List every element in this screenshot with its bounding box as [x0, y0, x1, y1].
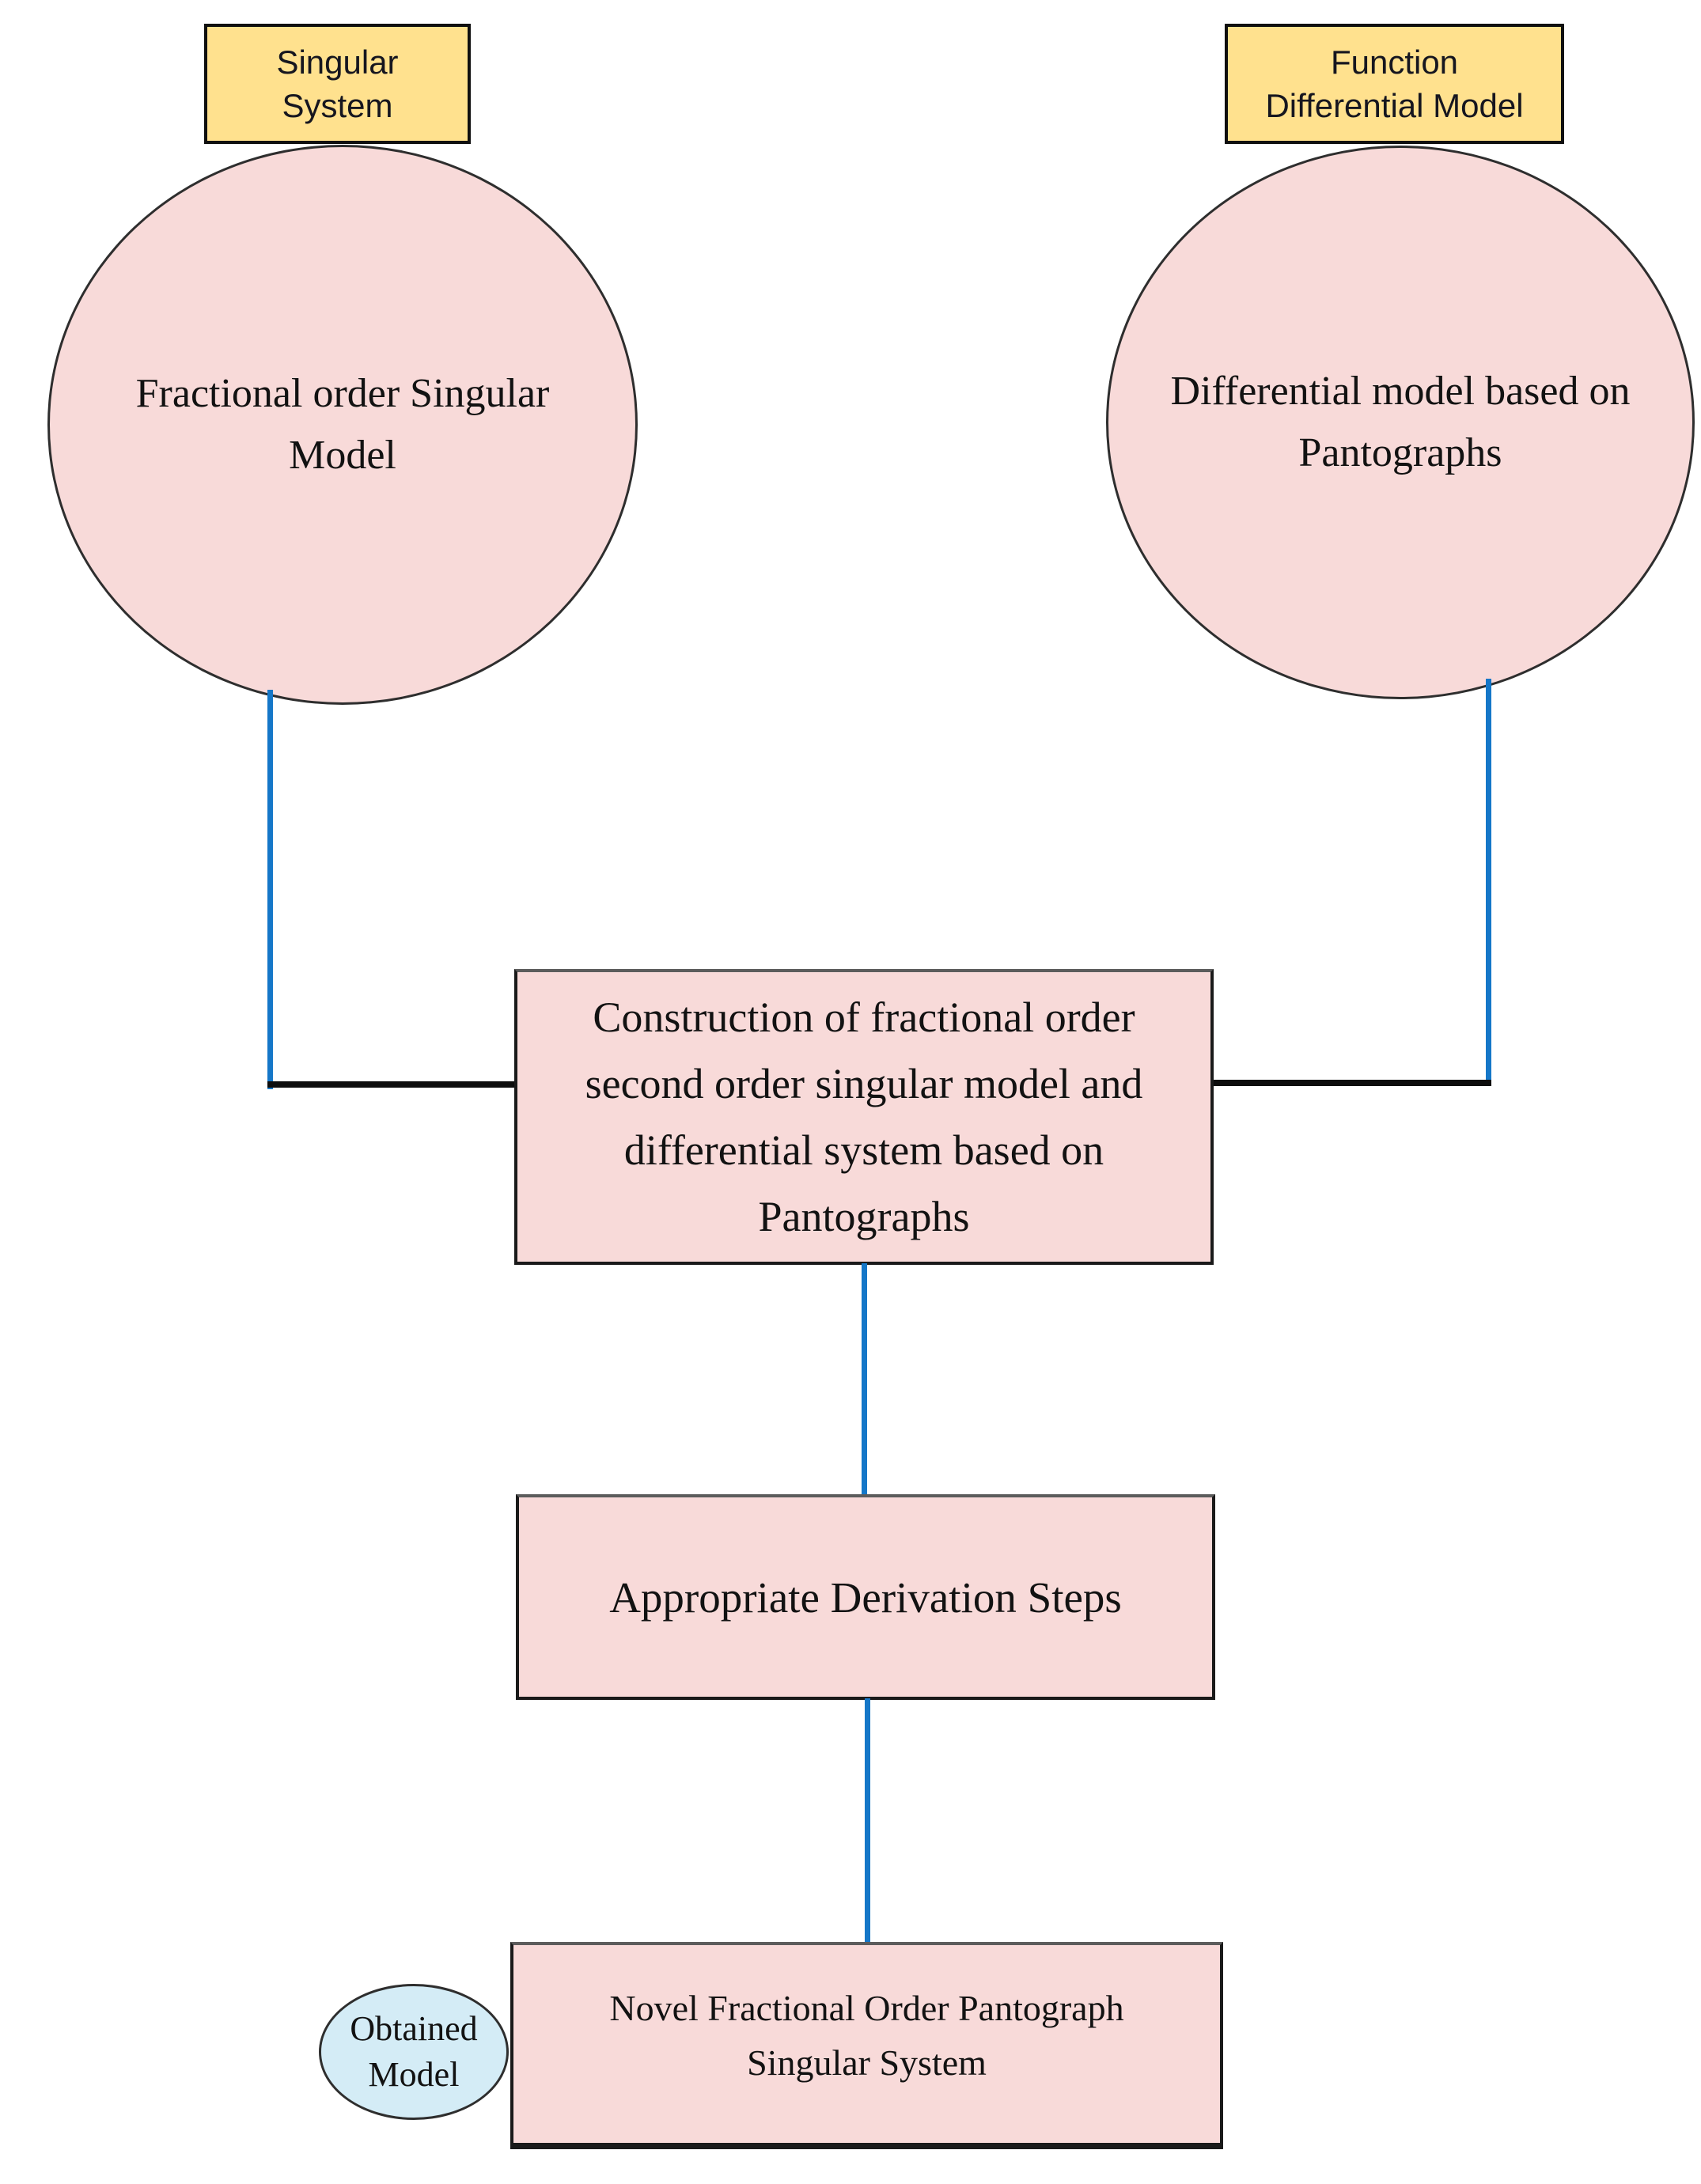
box-text: Singular System	[747, 2042, 987, 2083]
derivation-steps-box: Appropriate Derivation Steps	[516, 1494, 1215, 1700]
fractional-order-singular-model-circle: Fractional order Singular Model	[47, 145, 638, 705]
label-text: Differential Model	[1265, 87, 1524, 124]
function-differential-model-label: Function Differential Model	[1225, 24, 1564, 144]
box-text: second order singular model and	[585, 1059, 1143, 1107]
box-text: Appropriate Derivation Steps	[609, 1573, 1122, 1622]
connector-construction-to-derivation	[862, 1263, 867, 1496]
connector-right-horizontal	[1210, 1080, 1491, 1086]
ellipse-text: Obtained	[350, 2008, 478, 2048]
result-box: Novel Fractional Order Pantograph Singul…	[510, 1942, 1223, 2149]
label-text: Singular	[276, 43, 399, 81]
box-text: Pantographs	[758, 1193, 970, 1241]
singular-system-label: Singular System	[204, 24, 471, 144]
circle-text: Fractional order Singular	[135, 371, 550, 416]
obtained-model-ellipse: Obtained Model	[319, 1984, 509, 2120]
differential-model-pantographs-circle: Differential model based on Pantographs	[1106, 146, 1695, 699]
box-text: Novel Fractional Order Pantograph	[609, 1988, 1124, 2028]
circle-text: Model	[289, 433, 396, 478]
label-text: System	[282, 87, 393, 124]
connector-right-vertical	[1486, 679, 1491, 1086]
construction-box: Construction of fractional order second …	[514, 969, 1214, 1265]
connector-derivation-to-result	[865, 1698, 870, 1945]
connector-left-horizontal	[267, 1081, 517, 1088]
label-text: Function	[1330, 43, 1459, 81]
circle-text: Pantographs	[1298, 430, 1502, 475]
box-text: Construction of fractional order	[593, 993, 1135, 1041]
ellipse-text: Model	[368, 2055, 460, 2094]
connector-left-vertical	[267, 690, 273, 1089]
circle-text: Differential model based on	[1170, 369, 1631, 414]
box-text: differential system based on	[623, 1126, 1104, 1174]
